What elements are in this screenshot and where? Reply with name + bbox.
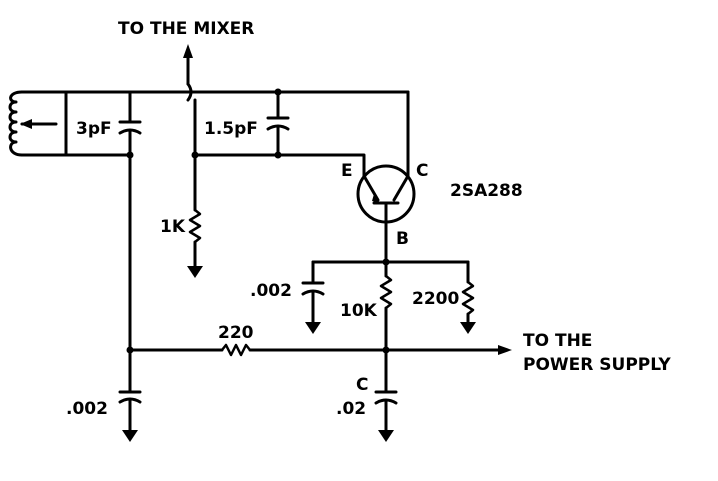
label-to-power-line2: POWER SUPPLY [523,355,671,375]
power-arrow [498,345,512,355]
label-002-left: .002 [66,399,108,419]
tuning-coil [8,90,68,157]
label-1k: 1K [160,217,186,237]
label-10k: 10K [340,301,378,321]
capacitor-002-mid [301,260,325,334]
label-to-power-line1: TO THE [523,331,592,351]
junction-dot [274,88,282,96]
resistor-1k [187,208,203,278]
resistor-10k [379,274,393,352]
resistor-2200 [460,260,476,334]
label-cap-c: C [356,375,368,395]
label-02: .02 [336,399,366,419]
mixer-output-arrow [183,44,193,102]
label-3pf: 3pF [76,119,112,139]
emitter-wire [193,153,366,178]
label-1-5pf: 1.5pF [204,119,258,139]
label-base: B [396,229,409,249]
label-002-mid: .002 [250,281,292,301]
transistor-2sa288 [356,164,416,224]
label-collector: C [416,161,428,181]
capacitor-3pf [118,90,142,157]
label-transistor: 2SA288 [450,181,523,201]
capacitor-002-left [118,390,142,442]
capacitor-1-5pf [266,90,290,157]
label-2200: 2200 [412,289,459,309]
label-220: 220 [218,323,254,343]
capacitor-c-02 [374,348,398,442]
resistor-220 [220,343,252,357]
label-to-mixer: TO THE MIXER [118,19,254,39]
label-emitter: E [341,161,353,181]
